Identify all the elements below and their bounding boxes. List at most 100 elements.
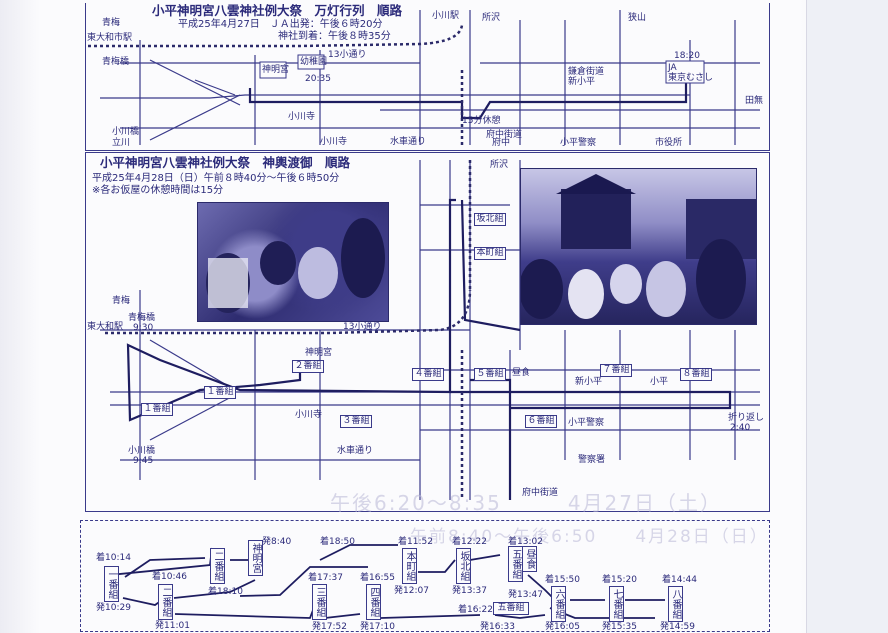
tl-time-honmachi-depart: 発12:07 xyxy=(394,586,429,596)
photo-right-figures xyxy=(521,174,756,319)
label-higashiyamato: 東大和市駅 xyxy=(87,33,133,43)
label-ogawabashi: 小川橋 xyxy=(112,127,140,137)
tl-node-goban-lunch: 昼食 xyxy=(522,546,537,572)
label-13-road: 13小通り xyxy=(328,50,367,60)
label-kindergarten: 幼稚園 xyxy=(300,57,328,67)
mid-label-ogawadera: 小川寺 xyxy=(295,410,323,420)
tl-node-niban: 二番組 xyxy=(158,584,173,620)
tl-time-ichiban-depart: 発10:29 xyxy=(96,603,131,613)
tl-time-sanban-depart: 発17:52 xyxy=(312,622,347,632)
mid-map-note: ※各お仮屋の休憩時間は15分 xyxy=(92,185,224,196)
tl-time-sanban-arrive: 着17:37 xyxy=(308,573,343,583)
tl-time-goban-low-arrive: 着16:22 xyxy=(458,605,493,615)
tl-time-niban-top: 着18:10 xyxy=(208,587,243,597)
tl-time-nanaban-depart: 発15:35 xyxy=(602,622,637,632)
label-tokorozawa: 所沢 xyxy=(482,13,501,23)
mid-box-g5: ５番組 xyxy=(474,368,506,381)
top-map-panel xyxy=(85,3,770,151)
mid-label-police-station: 警察署 xyxy=(578,455,606,465)
tl-time-jinja: 発8:40 xyxy=(262,537,292,547)
mid-label-ogawabashi: 小川橋 xyxy=(128,446,156,456)
timeline-panel xyxy=(80,520,770,632)
mid-box-g8: ８番組 xyxy=(680,368,712,381)
mid-box-sakakita: 坂北組 xyxy=(474,213,506,226)
tl-time-sakakita-arrive: 着12:22 xyxy=(452,537,487,547)
top-map-arrival: 神社到着：午後８時35分 xyxy=(278,31,391,42)
label-ja: JA 東京むさし xyxy=(668,63,714,83)
mid-box-g6: ６番組 xyxy=(525,415,557,428)
mid-label-kodaira-police: 小平警察 xyxy=(568,418,605,428)
label-shinkodaira: 新小平 xyxy=(568,77,596,87)
label-fuchu-kaido: 府中街道 xyxy=(486,130,523,140)
mid-box-g7: ７番組 xyxy=(600,364,632,377)
mid-label-fuchu: 府中街道 xyxy=(522,488,559,498)
top-map-title: 小平神明宮八雲神社例大祭 万灯行列 順路 xyxy=(152,3,403,18)
mid-label-240: 2:40 xyxy=(730,423,751,433)
tl-time-nanaban-arrive: 着15:20 xyxy=(602,575,637,585)
mid-label-jinja: 神明宮 xyxy=(305,348,333,358)
label-suisha: 水車通り xyxy=(390,137,427,147)
tl-node-hachiban: 八番組 xyxy=(668,586,683,622)
mid-label-kodaira: 小平 xyxy=(650,377,669,387)
tl-node-sakakita: 坂北組 xyxy=(456,548,471,584)
mid-box-g2: ２番組 xyxy=(292,360,324,373)
label-ogawa-station: 小川駅 xyxy=(432,11,460,21)
label-2035: 20:35 xyxy=(305,74,331,84)
tl-time-niban-arrive: 着10:46 xyxy=(152,572,187,582)
mid-label-suisha: 水車通り xyxy=(337,446,374,456)
label-tanashi: 田無 xyxy=(745,96,764,106)
tl-node-nanaban: 七番組 xyxy=(609,586,624,622)
top-map-date: 平成25年4月27日 ＪＡ出発：午後６時20分 xyxy=(178,19,383,30)
tl-time-goban-low-depart: 発16:33 xyxy=(480,622,515,632)
photo-left-figures xyxy=(206,218,385,313)
tl-time-rokuban-depart: 発16:05 xyxy=(545,622,580,632)
mid-box-g4: ４番組 xyxy=(412,368,444,381)
scanner-margin xyxy=(806,0,888,633)
label-jinja: 神明宮 xyxy=(262,65,290,75)
label-ome: 青梅 xyxy=(102,18,121,28)
label-ogawadera: 小川寺 xyxy=(288,112,316,122)
label-omebashi: 青梅橋 xyxy=(102,57,130,67)
tl-node-goban-top: 五番組 xyxy=(508,546,523,582)
mid-map-panel xyxy=(85,152,770,512)
tl-time-yonban-arrive: 着16:55 xyxy=(360,573,395,583)
tl-time-ichiban-arrive: 着10:14 xyxy=(96,553,131,563)
tl-node-honmachi: 本町組 xyxy=(402,548,417,584)
label-tachikawa: 立川 xyxy=(112,138,131,148)
label-kamakura: 鎌倉街道 xyxy=(568,67,605,77)
ghost-row-2: 午前8:40～午後6:50 4月28日（日） xyxy=(410,527,769,547)
tl-time-rokuban-arrive: 着15:50 xyxy=(545,575,580,585)
mid-box-honmachi: 本町組 xyxy=(474,247,506,260)
mid-label-930: 9:30 xyxy=(133,323,154,333)
tl-node-rokuban: 六番組 xyxy=(551,586,566,622)
tl-node-ichiban: 一番組 xyxy=(104,566,119,602)
mid-label-higashiyamato: 東大和駅 xyxy=(87,322,124,332)
tl-time-yonban-depart: 発17:10 xyxy=(360,622,395,632)
mid-map-title: 小平神明宮八雲神社例大祭 神輿渡御 順路 xyxy=(100,155,351,170)
tl-node-sanban: 三番組 xyxy=(312,584,327,620)
mid-label-turnaround: 折り返し xyxy=(728,413,765,423)
tl-node-niban-top: 二番組 xyxy=(210,548,225,584)
mid-label-tokorozawa: 所沢 xyxy=(490,160,509,170)
mid-map-date: 平成25年4月28日（日）午前８時40分～午後６時50分 xyxy=(92,173,340,184)
photo-mikoshi-right xyxy=(520,168,757,325)
tl-node-goban-low: 五番組 xyxy=(493,602,529,615)
tl-time-honmachi-arrive: 着11:52 xyxy=(398,537,433,547)
label-1820: 18:20 xyxy=(674,51,700,61)
tl-node-jinja: 神明宮 xyxy=(248,540,263,576)
mid-box-g3: ３番組 xyxy=(340,415,372,428)
tl-time-goban-depart: 発13:47 xyxy=(508,590,543,600)
tl-time-hachiban-depart: 発14:59 xyxy=(660,622,695,632)
label-police: 小平警察 xyxy=(560,138,597,148)
mid-label-shinkodaira: 新小平 xyxy=(575,377,603,387)
label-15min-rest: 15分休憩 xyxy=(462,116,501,126)
mid-label-ome: 青梅 xyxy=(112,296,131,306)
label-fuchu: 府中 xyxy=(492,138,511,148)
ghost-row-1: 午後6:20～8:35 4月27日（土） xyxy=(330,491,722,515)
tl-time-sakakita-depart: 発13:37 xyxy=(452,586,487,596)
mid-label-945: 9:45 xyxy=(133,456,154,466)
tl-time-goban-arrive: 着13:02 xyxy=(508,537,543,547)
